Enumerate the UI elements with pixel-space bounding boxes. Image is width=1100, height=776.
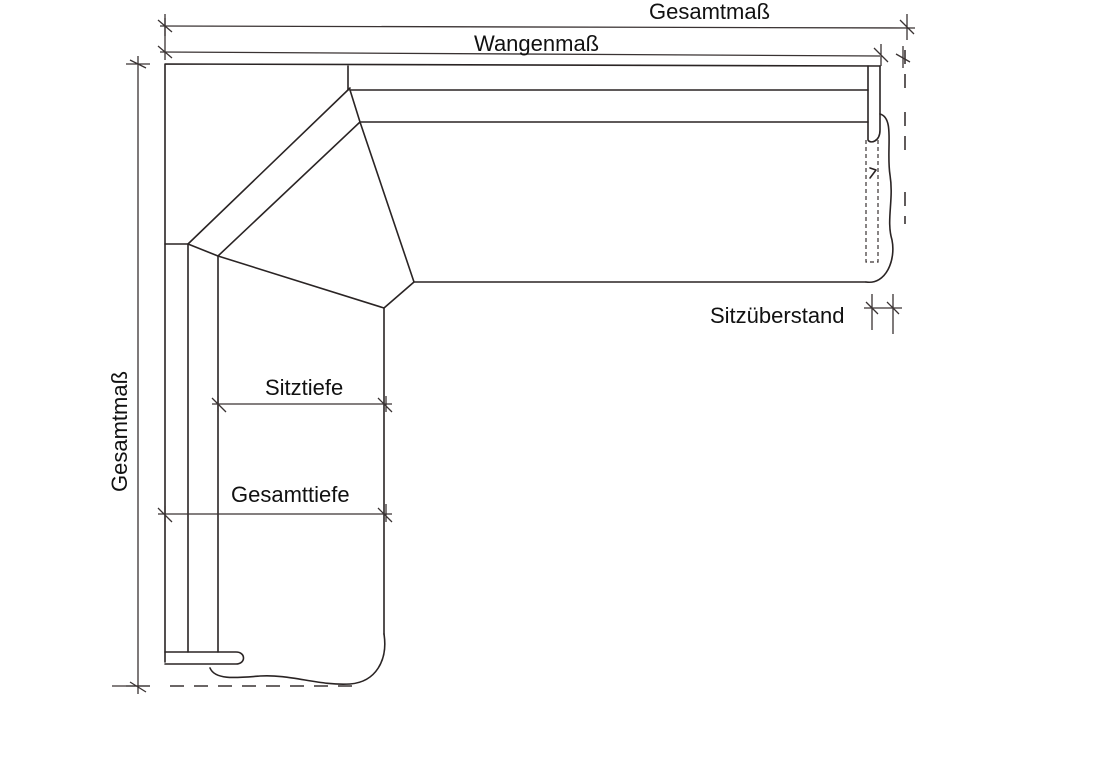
total-width-line <box>159 25 916 29</box>
dimension-lines <box>126 14 916 694</box>
left-backrest-band <box>187 243 219 653</box>
labels: Gesamtmaß Wangenmaß Gesamtmaß Sitzüberst… <box>107 0 845 507</box>
top-backrest-band <box>347 65 869 123</box>
bottom-side-panel <box>164 651 245 665</box>
right-side-panel <box>867 65 881 143</box>
right-wavy-edge <box>865 113 894 283</box>
extension-lines <box>112 14 906 687</box>
bottom-wavy-edge <box>209 633 386 686</box>
hidden-leg <box>865 140 879 263</box>
label-seat-overhang: Sitzüberstand <box>710 303 845 328</box>
label-total-width: Gesamtmaß <box>649 0 770 24</box>
corner-backrest-join <box>164 243 219 257</box>
label-seat-depth: Sitztiefe <box>265 375 343 400</box>
label-total-height: Gesamtmaß <box>107 371 132 492</box>
bench-outline <box>164 63 894 686</box>
corner-backrest <box>187 87 361 257</box>
leg-mark <box>869 167 877 179</box>
side-panel-width-line <box>159 51 881 57</box>
outer-frame <box>164 63 881 663</box>
label-total-depth: Gesamttiefe <box>231 482 350 507</box>
label-side-panel-width: Wangenmaß <box>474 31 599 56</box>
